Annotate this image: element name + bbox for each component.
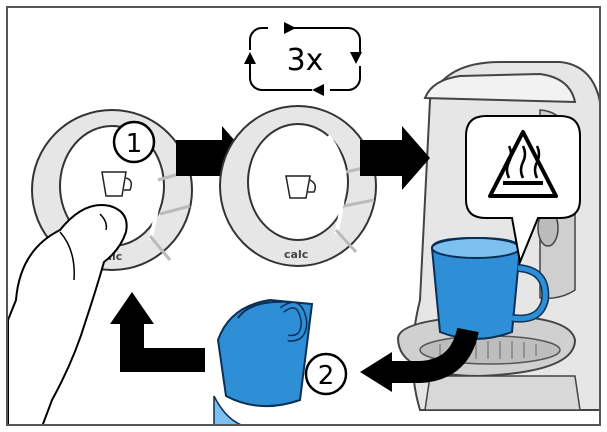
arrow-back-to-start xyxy=(110,292,205,372)
step-1-number: 1 xyxy=(126,129,143,159)
button-dial-released: calc xyxy=(219,105,377,267)
repeat-loop-icon: 3x xyxy=(244,22,364,96)
hand-pressing-button xyxy=(8,204,128,424)
coffee-machine xyxy=(396,61,599,411)
cup-under-spout xyxy=(430,236,550,340)
calc-label-2: calc xyxy=(284,248,308,261)
hot-surface-warning-icon xyxy=(488,130,558,198)
arrow-right-2 xyxy=(360,126,430,190)
cup-icon xyxy=(285,175,317,199)
step-marker-2: 2 xyxy=(304,352,348,396)
arrow-return-curve xyxy=(390,327,479,383)
step-2-number: 2 xyxy=(318,361,335,391)
step-marker-1: 1 xyxy=(112,120,156,164)
cup-icon xyxy=(101,171,133,197)
repeat-count-label: 3x xyxy=(287,43,324,78)
hot-surface-warning-bubble xyxy=(465,115,581,266)
cup-emptying xyxy=(213,298,314,424)
arrow-return-head xyxy=(360,352,392,392)
